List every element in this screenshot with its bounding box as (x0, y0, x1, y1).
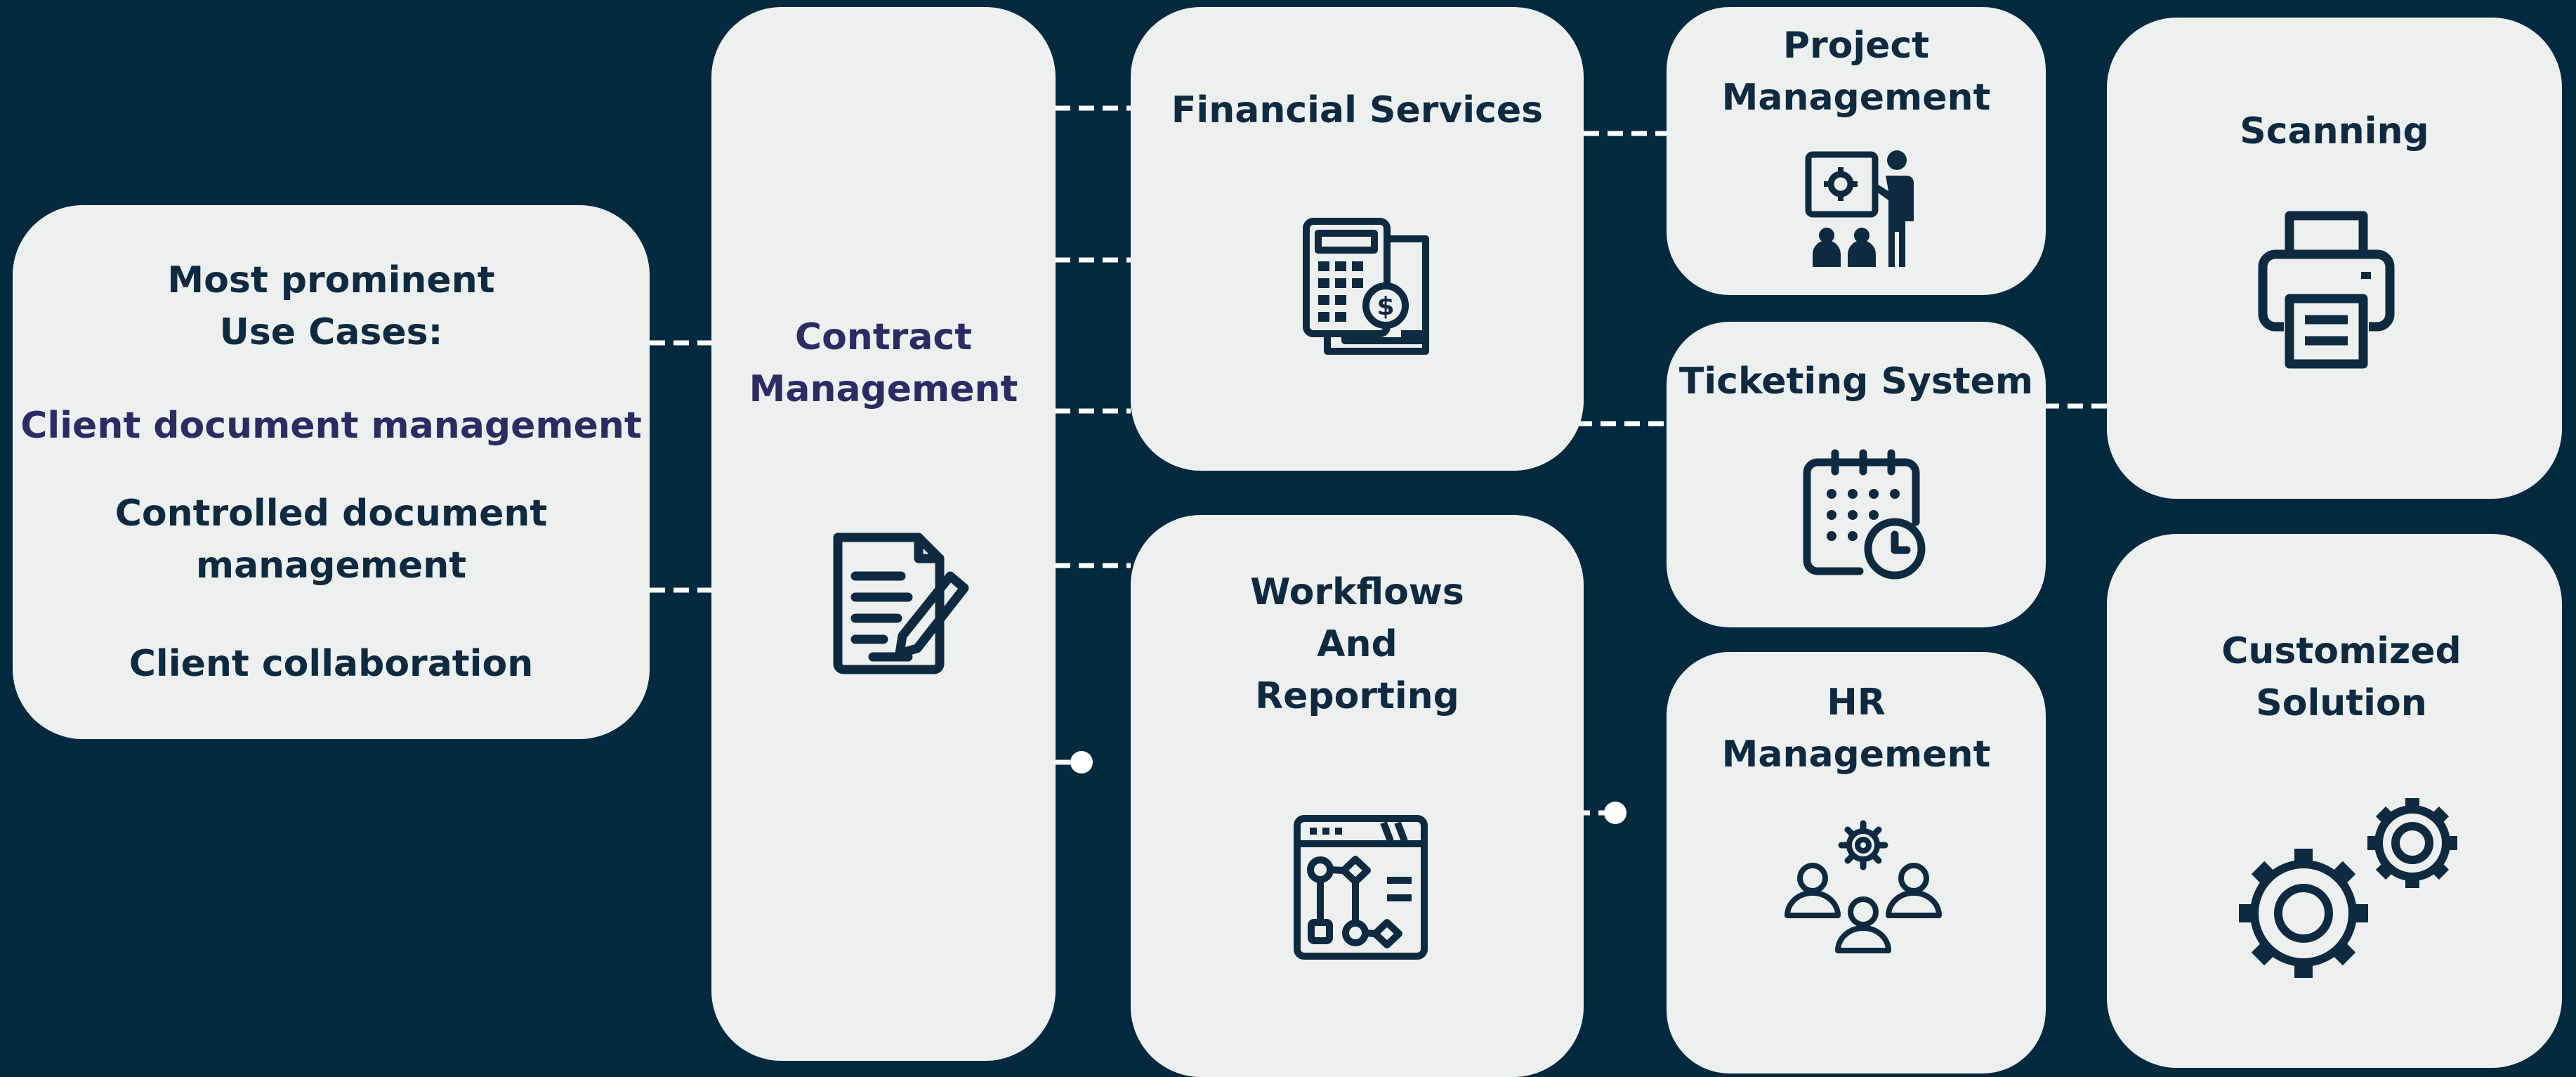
customized-solution-card: Customized Solution (2107, 534, 2562, 1068)
use-case-client-document-management: Client document management (20, 405, 642, 447)
workflows-line3: Reporting (1255, 675, 1459, 717)
workflow-chart-icon (1289, 810, 1433, 965)
project-management-card: Project Management (1667, 7, 2046, 295)
document-pen-icon (824, 523, 978, 685)
contract-management-card: Contract Management (711, 7, 1056, 1061)
use-case-controlled-line2: management (195, 544, 467, 587)
use-case-controlled-line1: Controlled document (114, 492, 548, 535)
scanning-card: Scanning (2107, 18, 2562, 499)
customized-solution-line1: Customized (2221, 630, 2462, 672)
ticketing-system-card: Ticketing System (1667, 322, 2046, 627)
project-management-line2: Management (1721, 77, 1991, 119)
workflows-line2: And (1317, 623, 1398, 665)
project-management-line1: Project (1782, 25, 1930, 67)
hr-management-line1: HR (1827, 681, 1886, 724)
scanning-label: Scanning (2240, 110, 2429, 152)
hr-management-line2: Management (1721, 733, 1991, 776)
contract-management-line1: Contract (794, 316, 973, 358)
use-cases-heading-line1: Most prominent (167, 259, 495, 301)
financial-services-label: Financial Services (1171, 89, 1544, 131)
use-cases-heading-line2: Use Cases: (219, 311, 443, 353)
workflows-line1: Workflows (1250, 571, 1464, 613)
use-cases-card: Most prominent Use Cases: Client documen… (13, 205, 650, 739)
presentation-team-icon (1800, 148, 1923, 270)
gears-icon (2237, 794, 2469, 987)
calculator-invoice-icon: $ (1296, 211, 1436, 362)
svg-text:$: $ (1376, 292, 1394, 321)
ticketing-system-label: Ticketing System (1678, 360, 2034, 403)
team-gear-icon (1779, 814, 1947, 965)
customized-solution-line2: Solution (2256, 682, 2427, 724)
use-case-client-collaboration: Client collaboration (129, 643, 534, 685)
financial-services-card: Financial Services $ (1131, 7, 1584, 471)
workflows-reporting-card: Workflows And Reporting (1131, 515, 1584, 1077)
contract-management-line2: Management (749, 368, 1018, 410)
printer-icon (2254, 207, 2398, 372)
hr-management-card: HR Management (1667, 652, 2046, 1073)
calendar-clock-icon (1793, 445, 1933, 585)
